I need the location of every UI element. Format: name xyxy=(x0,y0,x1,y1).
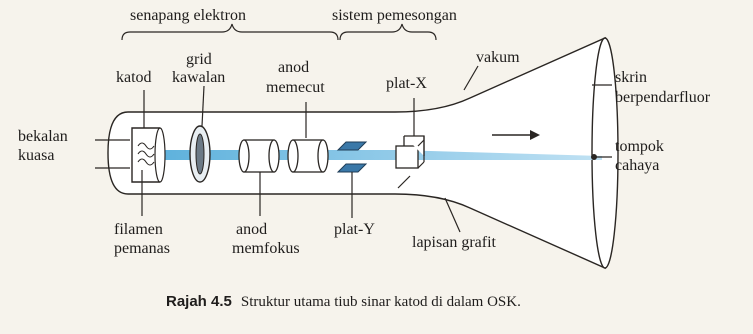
label-filamen-1: filamen xyxy=(114,221,163,238)
cathode xyxy=(131,127,160,183)
y-plate-bottom xyxy=(336,163,368,173)
leader-grid xyxy=(201,85,205,127)
label-bekalan-2: kuasa xyxy=(18,147,54,164)
x-plates xyxy=(395,135,425,189)
heater-filament xyxy=(137,142,155,166)
label-skrin-2: berpendarfluor xyxy=(615,89,711,106)
label-filamen-2: pemanas xyxy=(114,240,170,257)
beam-arrow-head xyxy=(530,130,540,140)
leader-lapisan-grafit xyxy=(444,197,461,233)
caption-text: Struktur utama tiub sinar katod di dalam… xyxy=(241,294,521,310)
bracket-electron-gun xyxy=(121,23,339,41)
label-vakum: vakum xyxy=(476,49,520,66)
bracket-deflection-system xyxy=(339,23,437,41)
leader-vakum xyxy=(463,65,479,91)
label-tompok-2: cahaya xyxy=(615,157,659,174)
label-grid-2: kawalan xyxy=(172,69,225,86)
label-katod: katod xyxy=(116,69,152,86)
cathode-rim xyxy=(154,127,166,183)
control-grid-core xyxy=(195,133,205,175)
label-anod-memfokus-1: anod xyxy=(236,221,267,238)
label-tompok-1: tompok xyxy=(615,138,664,155)
label-sistem-pemesongan: sistem pemesongan xyxy=(332,7,457,24)
label-anod-memecut-2: memecut xyxy=(266,79,325,96)
label-grid-1: grid xyxy=(186,51,212,68)
label-bekalan-1: bekalan xyxy=(18,128,68,145)
figure-caption: Rajah 4.5 Struktur utama tiub sinar kato… xyxy=(166,293,521,310)
accelerating-anode xyxy=(287,139,329,173)
y-plate-top xyxy=(336,141,368,151)
label-skrin-1: skrin xyxy=(615,69,647,86)
label-plat-x: plat-X xyxy=(386,75,427,92)
label-plat-y: plat-Y xyxy=(334,221,375,238)
label-lapisan-grafit: lapisan grafit xyxy=(412,234,497,251)
caption-number: Rajah 4.5 xyxy=(166,293,232,310)
label-anod-memecut-1: anod xyxy=(278,59,309,76)
focusing-anode xyxy=(238,139,280,173)
label-anod-memfokus-2: memfokus xyxy=(232,240,300,257)
label-senapang-elektron: senapang elektron xyxy=(130,7,246,24)
fluorescent-screen xyxy=(591,37,619,269)
